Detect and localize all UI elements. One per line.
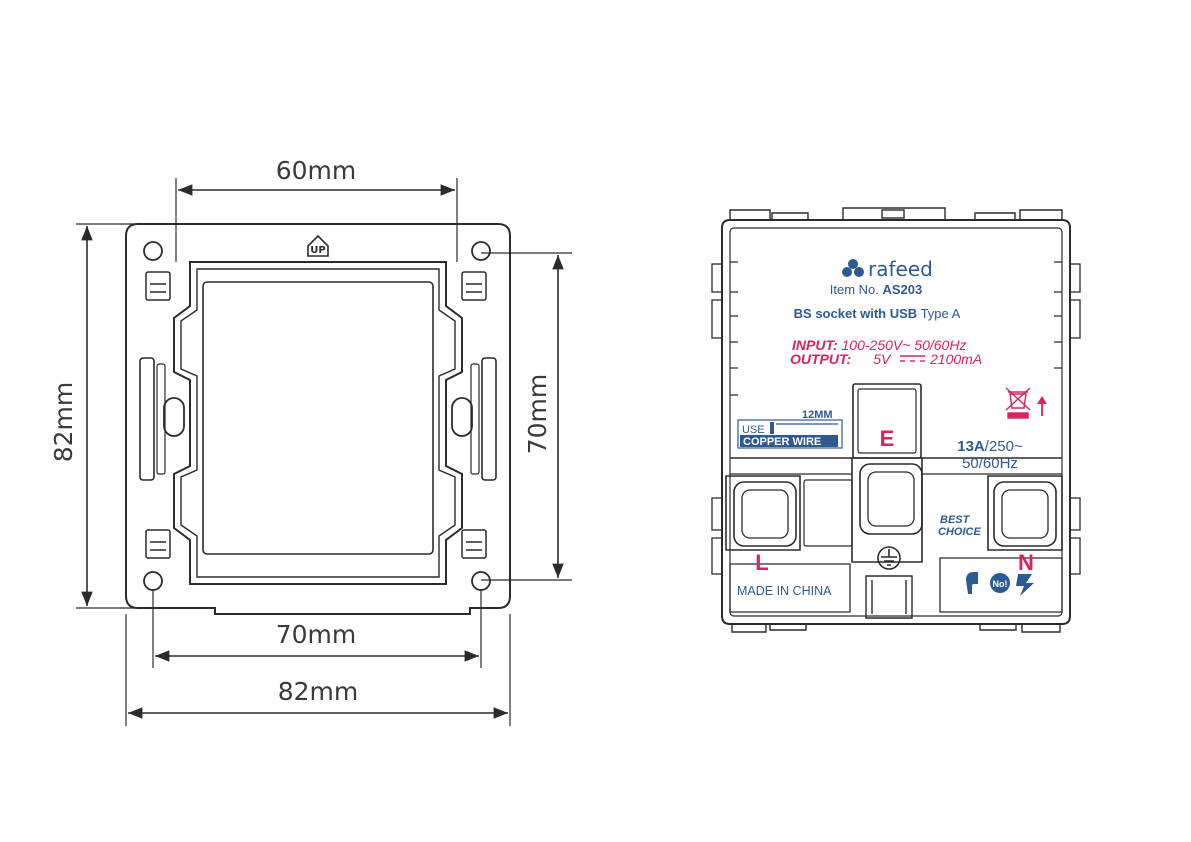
live-terminal-block [725,475,801,551]
dim-right-height: 70mm [523,374,552,455]
right-slot-inner [470,363,480,475]
plate-window [202,281,434,555]
hole-bottom-right [471,571,491,591]
cert-icons: No! [966,572,1034,596]
best-label: BEST [940,514,971,526]
wire-label: USE 12MM COPPER WIRE [737,409,843,449]
up-arrow-icon [307,234,329,257]
hole-top-right [471,241,491,261]
svg-text:12MM: 12MM [802,409,833,421]
output-current: 2100mA [929,351,982,367]
product-line: BS socket with USB Type A [794,306,961,321]
neutral-label: N [1018,550,1034,575]
top-tabs [729,207,1063,220]
right-screw-slot [451,397,473,437]
plate-clips [145,271,487,559]
right-slot [481,357,497,481]
made-in-box [729,563,851,613]
hole-top-left [143,241,163,261]
item-number-line: Item No. AS203 [830,282,923,297]
plate-frame [173,261,463,585]
left-dimensions: 60mm 82mm 70mm 70mm 82mm [49,156,572,726]
up-arrow-small-icon [1037,396,1047,416]
frequency-rating: 50/60Hz [962,455,1018,472]
dim-bottom-inner: 70mm [276,620,357,649]
earth-terminal [859,463,923,535]
cert-box [939,557,1063,613]
dim-left-height: 82mm [49,382,78,463]
socket-back-drawing: rafeed Item No. AS203 BS socket with USB… [711,207,1081,633]
socket-inner-outline [729,227,1063,617]
side-clips [711,261,1081,575]
neutral-terminal [993,481,1057,547]
current-rating: 13A/250~ [957,438,1023,455]
left-slot [139,357,155,481]
svg-text:USE: USE [742,424,765,436]
badge-icon [990,573,1010,593]
svg-text:No!: No! [993,579,1008,589]
left-screw-slot [163,397,185,437]
earth-terminal-block [851,457,923,563]
left-slot-inner [156,363,166,475]
input-rating: INPUT: 100-250V~ 50/60Hz [792,337,966,353]
copper-wire-text: COPPER WIRE [743,436,821,448]
lightning-icon [1016,574,1034,596]
check-icon [966,572,978,594]
output-rating: OUTPUT:5V [790,351,892,367]
choice-label: CHOICE [938,526,981,538]
brand-name: rafeed [868,257,933,281]
made-in-label: MADE IN CHINA [737,584,832,598]
live-terminal [733,481,797,547]
earth-label: E [880,426,895,451]
plate-frame-inner [180,268,456,578]
up-mark: UP [310,245,325,256]
dim-top-width: 60mm [276,156,357,185]
ground-screw-icon [877,546,901,570]
socket-outline [721,219,1071,625]
neutral-terminal-block [987,475,1063,551]
hole-bottom-left [143,571,163,591]
mounting-plate-drawing: UP [125,223,511,615]
live-label: L [755,550,768,575]
plate-outline [125,223,511,615]
weee-bin-icon [1005,387,1031,419]
dim-bottom-outer: 82mm [278,677,359,706]
ground-symbol-icon [881,549,897,566]
dc-symbol-icon [900,355,925,362]
rafeed-logo-icon [842,259,864,277]
bottom-tabs [731,624,1061,633]
